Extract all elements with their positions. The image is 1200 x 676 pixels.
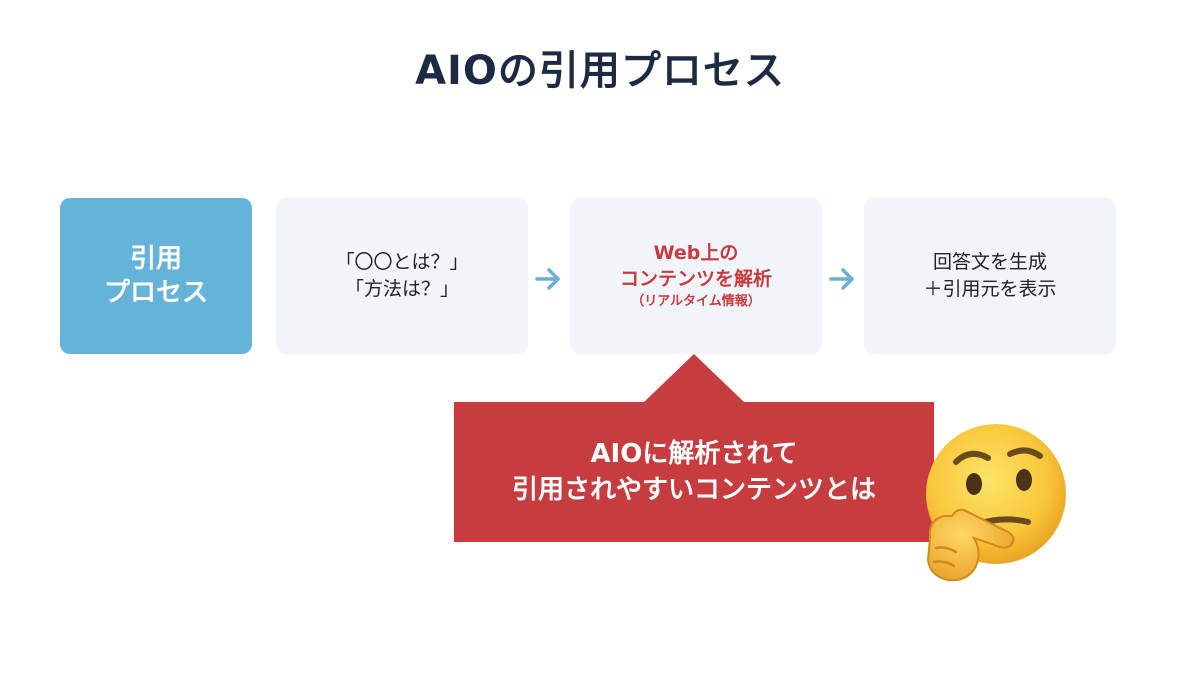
- callout-line1: AIOに解析されて: [590, 439, 798, 469]
- step-query-line1: 「〇〇とは？」: [335, 251, 469, 273]
- page-title: AIOの引用プロセス: [415, 48, 785, 94]
- callout-text: AIOに解析されて 引用されやすいコンテンツとは: [454, 402, 934, 542]
- step-analyze-sub: （リアルタイム情報）: [631, 294, 761, 309]
- step-analyze-line2: コンテンツを解析: [619, 268, 772, 290]
- thinking-face-icon: [926, 424, 1066, 582]
- callout-line2: 引用されやすいコンテンツとは: [511, 475, 876, 505]
- callout-box: [454, 354, 934, 542]
- step-answer-line1: 回答文を生成: [932, 251, 1047, 273]
- process-label-line2: プロセス: [103, 278, 208, 308]
- arrow-right-icon: [829, 268, 854, 290]
- step-query-line2: 「方法は？」: [344, 278, 459, 300]
- step-box-analyze: Web上の コンテンツを解析 （リアルタイム情報）: [570, 198, 822, 354]
- step-box-answer: 回答文を生成 ＋引用元を表示: [864, 198, 1116, 354]
- step-box-query: 「〇〇とは？」 「方法は？」: [276, 198, 528, 354]
- process-label-box: 引用 プロセス: [60, 198, 252, 354]
- step-answer-line2: ＋引用元を表示: [923, 278, 1057, 300]
- arrow-right-icon: [535, 268, 560, 290]
- step-analyze-line1: Web上の: [653, 242, 739, 264]
- process-label-line1: 引用: [129, 244, 182, 274]
